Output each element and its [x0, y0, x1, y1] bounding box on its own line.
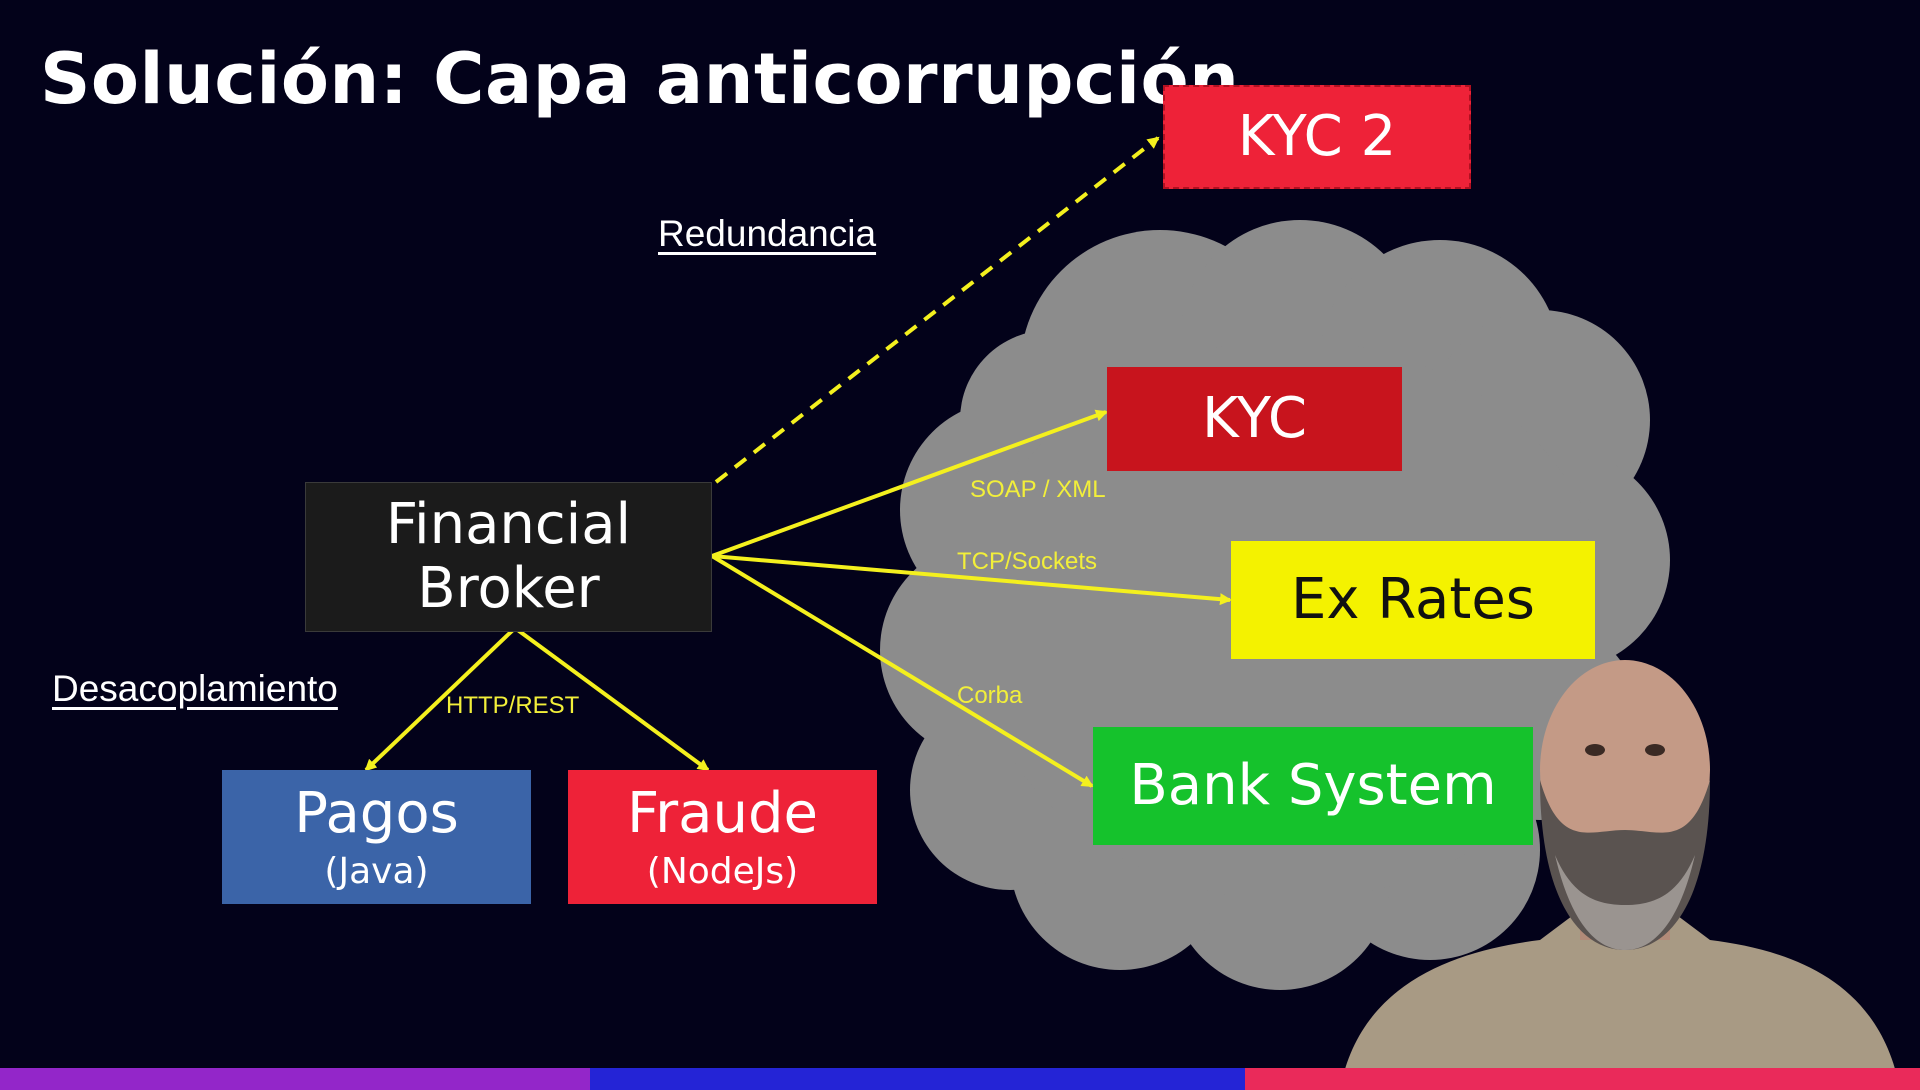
bar-segment-pink [1245, 1068, 1920, 1090]
bar-segment-purple [0, 1068, 590, 1090]
bottom-color-bar [0, 1068, 1920, 1090]
bank-label: Bank System [1129, 752, 1497, 818]
node-kyc: KYC [1107, 367, 1402, 471]
arrow-tcp-exrates [711, 554, 1232, 606]
node-ex-rates: Ex Rates [1231, 541, 1595, 659]
node-pagos: Pagos (Java) [222, 770, 531, 904]
arrow-redundancia [714, 136, 1160, 484]
node-bank-system: Bank System [1093, 727, 1533, 845]
broker-line-1: Financial [385, 491, 632, 557]
pagos-label: Pagos [294, 781, 459, 847]
slide-title: Solución: Capa anticorrupción [40, 38, 1240, 120]
fraude-label: Fraude [627, 781, 818, 847]
node-fraude: Fraude (NodeJs) [568, 770, 877, 904]
connectors [364, 136, 1232, 788]
kyc2-label: KYC 2 [1237, 103, 1397, 169]
broker-line-2: Broker [417, 556, 600, 621]
arrow-soap-kyc [711, 409, 1108, 558]
protocol-tcp: TCP/Sockets [957, 548, 1098, 575]
arrow-corba-bank [710, 554, 1094, 788]
presenter-webcam-image [1340, 660, 1900, 1090]
protocol-http: HTTP/REST [446, 692, 580, 719]
node-kyc2: KYC 2 [1163, 85, 1471, 189]
protocol-soap: SOAP / XML [970, 476, 1106, 503]
kyc-label: KYC [1202, 385, 1307, 451]
label-desacoplamiento: Desacoplamiento [52, 668, 338, 709]
pagos-tech: (Java) [324, 850, 429, 892]
arrow-http-fraude [513, 626, 710, 772]
arrow-http-pagos [364, 626, 517, 772]
exrates-label: Ex Rates [1291, 566, 1535, 632]
protocol-corba: Corba [957, 682, 1023, 709]
label-redundancia: Redundancia [658, 213, 877, 254]
node-financial-broker: Financial Broker [305, 482, 712, 632]
bar-segment-blue [590, 1068, 1245, 1090]
fraude-tech: (NodeJs) [646, 850, 799, 892]
